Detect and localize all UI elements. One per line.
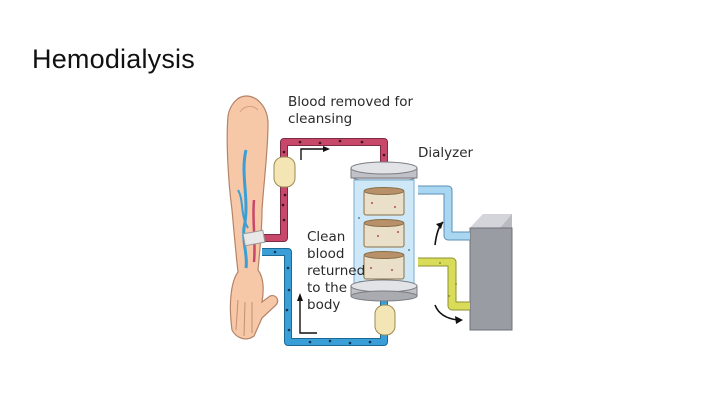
- slide-title: Hemodialysis: [32, 44, 195, 74]
- clean-blood-label-line3: returned: [307, 263, 366, 279]
- blood-out-tube: [262, 138, 388, 242]
- blood-removed-label-line1: Blood removed for: [288, 94, 414, 110]
- blood-out-arrow: [300, 148, 324, 160]
- blood-pump-chamber: [273, 156, 296, 188]
- dialyzer-label: Dialyzer: [418, 145, 474, 161]
- blood-removed-label: Blood removed for cleansing: [288, 94, 413, 128]
- clean-blood-label-line1: Clean: [307, 229, 346, 245]
- blood-return-arrow: [299, 300, 317, 334]
- patient-arm: [226, 95, 279, 340]
- clean-blood-label-line4: to the: [307, 280, 347, 296]
- clean-blood-label-line5: body: [307, 297, 341, 313]
- dialysate-in-tube: [418, 185, 470, 241]
- dialysate-out-tube: [418, 257, 470, 311]
- dialysis-machine: [469, 214, 513, 331]
- dialysate-out-arrow: [434, 304, 459, 321]
- air-trap-chamber: [374, 304, 396, 336]
- clean-blood-label: Clean blood returned to the body: [307, 229, 365, 314]
- blood-removed-label-line2: cleansing: [288, 111, 353, 127]
- dialyzer: [350, 161, 418, 302]
- clean-blood-label-line2: blood: [307, 246, 345, 262]
